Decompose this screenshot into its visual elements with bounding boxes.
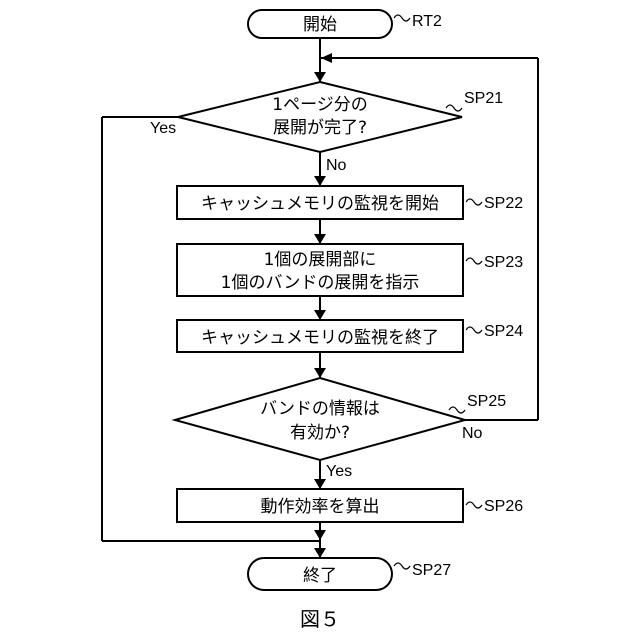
figure-caption: 図５ [300, 607, 340, 631]
sp23-ref-label: SP23 [484, 254, 523, 271]
sp26-label: 動作効率を算出 [261, 497, 380, 517]
sp21-yes-label: Yes [150, 120, 176, 137]
sp21-diamond [178, 82, 462, 152]
sp24-process: キャッシュメモリの監視を終了 SP24 [177, 320, 523, 352]
start-ref-leader [394, 15, 410, 21]
sp25-line1: バンドの情報は [260, 399, 380, 419]
sp25-decision: バンドの情報は 有効か? SP25 No Yes [175, 378, 506, 480]
arrowhead-to-sp21 [314, 72, 326, 82]
sp23-line1: 1個の展開部に [264, 250, 377, 270]
arrowhead-loop-entry [321, 53, 332, 63]
sp25-no-label: No [462, 425, 483, 442]
sp25-diamond [175, 378, 465, 460]
end-ref-label: SP27 [412, 562, 451, 579]
sp23-ref-leader [466, 258, 482, 264]
end-label: 終了 [303, 566, 337, 586]
sp26-ref-leader [466, 502, 482, 508]
sp26-ref-label: SP26 [484, 498, 523, 515]
start-label: 開始 [303, 15, 337, 35]
start-ref-label: RT2 [412, 13, 442, 30]
sp26-process: 動作効率を算出 SP26 [177, 489, 523, 522]
sp23-process: 1個の展開部に 1個のバンドの展開を指示 SP23 [177, 244, 523, 296]
arrowhead-merge [314, 530, 326, 540]
sp25-line2: 有効か? [290, 423, 350, 443]
arrowhead-to-sp23 [314, 234, 326, 244]
arrowhead-to-sp22 [314, 176, 326, 186]
sp21-line1: 1ページ分の [272, 95, 367, 115]
sp24-label: キャッシュメモリの監視を終了 [201, 328, 439, 348]
sp22-process: キャッシュメモリの監視を開始 SP22 [177, 186, 523, 219]
sp21-line2: 展開が完了? [273, 118, 367, 138]
arrowhead-to-end [314, 548, 326, 558]
arrowhead-to-sp25 [314, 368, 326, 378]
sp21-ref-leader [446, 105, 462, 111]
sp25-ref-leader [449, 407, 465, 413]
sp21-ref-label: SP21 [464, 90, 503, 107]
start-terminal: 開始 RT2 [248, 10, 442, 38]
sp24-ref-label: SP24 [484, 323, 523, 340]
sp23-line2: 1個のバンドの展開を指示 [221, 273, 420, 293]
end-terminal: 終了 SP27 [248, 558, 451, 590]
sp25-yes-label: Yes [326, 463, 352, 480]
end-ref-leader [394, 563, 410, 569]
arrowhead-to-sp26 [314, 479, 326, 489]
sp21-no-label: No [326, 157, 347, 174]
sp22-ref-leader [466, 199, 482, 205]
arrowhead-to-sp24 [314, 310, 326, 320]
sp22-ref-label: SP22 [484, 195, 523, 212]
sp21-decision: 1ページ分の 展開が完了? SP21 Yes No [150, 82, 503, 174]
sp22-label: キャッシュメモリの監視を開始 [201, 194, 439, 214]
sp24-ref-leader [466, 327, 482, 333]
sp25-ref-label: SP25 [467, 393, 506, 410]
